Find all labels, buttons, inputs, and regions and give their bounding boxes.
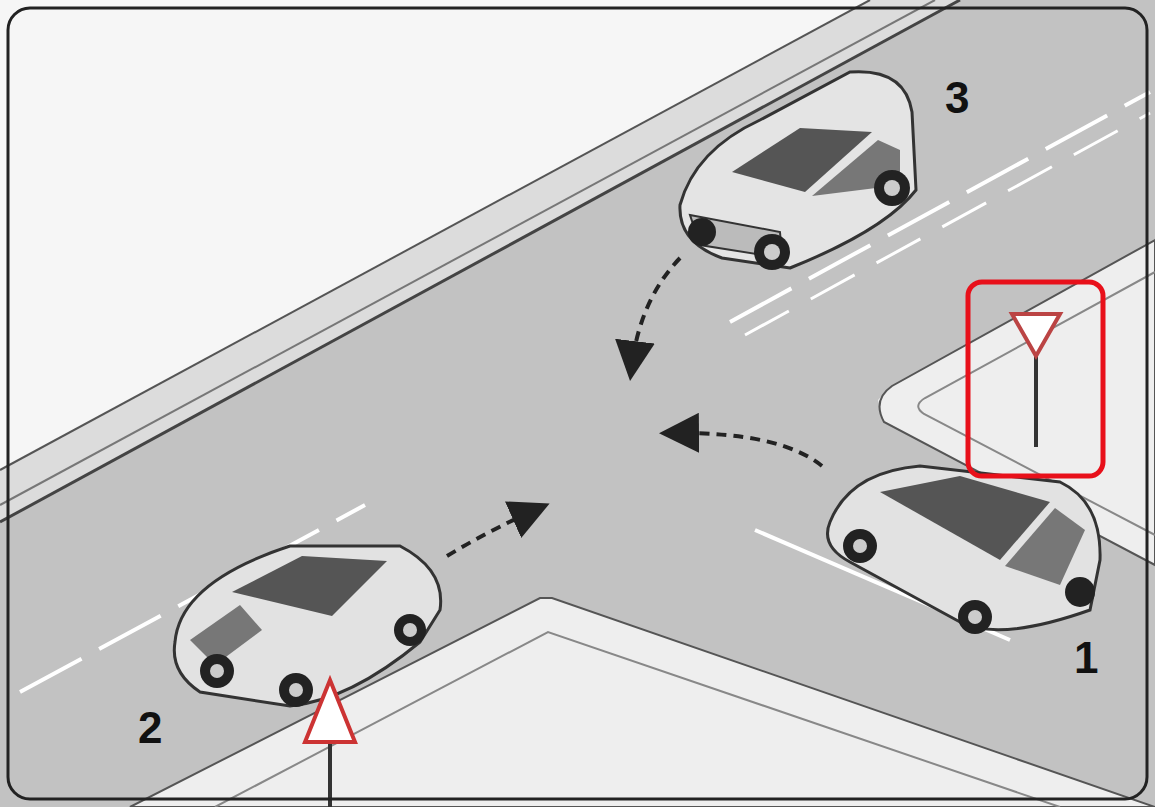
callout-number: 2 (138, 706, 162, 750)
car-3 (680, 72, 916, 270)
callout-number: 3 (945, 76, 969, 120)
car-2 (174, 546, 440, 707)
callout-number: 1 (1074, 636, 1098, 680)
car-1 (828, 466, 1101, 634)
